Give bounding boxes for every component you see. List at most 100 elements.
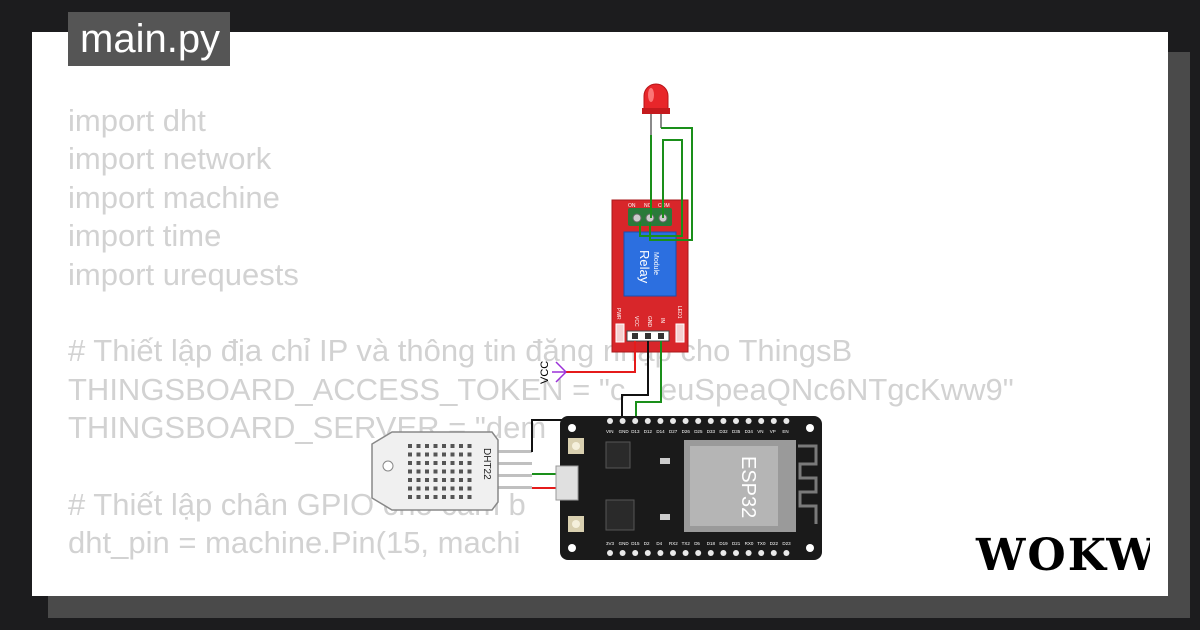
esp32-pin-label: D32	[719, 429, 728, 434]
esp32-chip-label: ESP32	[737, 456, 759, 518]
esp32-pin-label: D4	[656, 541, 662, 546]
esp32-pin-d26[interactable]	[682, 418, 689, 424]
dht22-grille-hole	[442, 452, 446, 457]
dht22-grille-hole	[459, 461, 463, 465]
esp32-pin-label: D25	[694, 429, 703, 434]
dht22-grille-hole	[442, 469, 446, 474]
dht22-grille-hole	[408, 444, 412, 448]
dht22-grille-hole	[433, 478, 438, 482]
esp32-pin-label: VP	[770, 429, 776, 434]
dht22-grille-hole	[433, 495, 438, 499]
esp32-pin-tx2[interactable]	[682, 550, 689, 556]
esp32-pin-label: GND	[619, 429, 630, 434]
dht22-grille-hole	[442, 444, 446, 448]
esp32-pin-tx0[interactable]	[758, 550, 765, 556]
esp32-pin-d21[interactable]	[733, 550, 739, 556]
dht22-grille-hole	[433, 486, 438, 491]
esp32-pin-label: D13	[631, 429, 640, 434]
code-line: THINGSBOARD_ACCESS_TOKEN = "c euSpeaQNc6…	[68, 371, 1014, 407]
dht22-grille-hole	[467, 469, 472, 474]
dht22-grille-hole	[408, 452, 412, 457]
esp32-pin-gnd[interactable]	[619, 550, 626, 556]
dht22-grille-hole	[442, 495, 446, 499]
esp32-pin-d25[interactable]	[695, 418, 702, 424]
led-component[interactable]	[642, 83, 670, 135]
esp32-pin-d19[interactable]	[720, 550, 727, 556]
code-line: import machine	[68, 179, 280, 215]
code-line: import network	[68, 141, 272, 177]
relay-label: Relay	[637, 250, 652, 284]
dht22-grille-hole	[459, 478, 463, 482]
esp32-board[interactable]: ESP32	[555, 416, 822, 560]
dht22-grille-hole	[442, 461, 446, 465]
esp32-pin-label: D15	[631, 541, 640, 546]
dht22-grille-hole	[408, 495, 412, 499]
esp32-pin-d18[interactable]	[707, 550, 714, 556]
esp32-pin-label: GND	[619, 541, 630, 546]
dht22-grille-hole	[450, 452, 455, 457]
relay-pin-vcc: VCC	[633, 316, 639, 327]
code-line: import urequests	[68, 256, 299, 292]
esp32-pin-d35[interactable]	[733, 418, 739, 424]
esp32-pin-d5[interactable]	[695, 550, 702, 556]
esp32-pin-d13[interactable]	[632, 418, 639, 424]
esp32-pin-d12[interactable]	[644, 418, 651, 424]
esp32-pin-label: D18	[707, 541, 716, 546]
dht22-grille-hole	[450, 444, 455, 448]
dht22-grille-hole	[408, 469, 412, 474]
esp32-pin-label: D5	[694, 541, 700, 546]
dht22-grille-hole	[416, 461, 421, 465]
esp32-pin-d34[interactable]	[745, 418, 752, 424]
esp32-pin-3v3[interactable]	[607, 550, 613, 556]
esp32-pin-d27[interactable]	[670, 418, 676, 424]
dht22-grille-hole	[459, 444, 463, 448]
dht22-grille-hole	[433, 444, 438, 448]
esp32-pin-vin[interactable]	[607, 418, 613, 424]
dht22-grille-hole	[467, 478, 472, 482]
dht22-grille-hole	[450, 486, 455, 491]
esp32-pin-label: D27	[669, 429, 678, 434]
esp32-pin-vn[interactable]	[758, 418, 765, 424]
wokwi-brand-text: WOKWi	[975, 530, 1150, 581]
dht22-grille-hole	[425, 478, 429, 482]
esp32-pin-d2[interactable]	[644, 550, 651, 556]
esp32-pin-en[interactable]	[783, 418, 790, 424]
esp32-pin-d14[interactable]	[657, 418, 664, 424]
esp32-pin-rx0[interactable]	[745, 550, 752, 556]
esp32-pin-d33[interactable]	[707, 418, 714, 424]
esp32-pin-label: D34	[745, 429, 754, 434]
wokwi-logo: WOKWi	[975, 530, 1150, 581]
code-line: import time	[68, 218, 222, 254]
esp32-pin-label: RX2	[669, 541, 678, 546]
dht22-grille-hole	[459, 469, 463, 474]
relay-pin-on: ON	[628, 203, 636, 209]
dht22-grille-hole	[459, 486, 463, 491]
dht22-grille-hole	[467, 452, 472, 457]
esp32-pin-rx2[interactable]	[670, 550, 676, 556]
esp32-pin-label: TX0	[757, 541, 766, 546]
dht22-grille-hole	[467, 495, 472, 499]
esp32-pin-d32[interactable]	[720, 418, 727, 424]
relay-pwr-label: PWR	[615, 308, 621, 320]
dht22-grille-hole	[416, 486, 421, 491]
esp32-pin-label: D21	[732, 541, 741, 546]
esp32-pin-d4[interactable]	[657, 550, 664, 556]
esp32-pin-d15[interactable]	[632, 550, 639, 556]
esp32-pin-d22[interactable]	[770, 550, 777, 556]
dht22-grille-hole	[467, 486, 472, 491]
esp32-pin-label: D26	[682, 429, 691, 434]
dht22-grille-hole	[450, 478, 455, 482]
relay-pin-nc: NC	[644, 203, 652, 209]
esp32-pin-vp[interactable]	[770, 418, 777, 424]
dht22-grille-hole	[442, 486, 446, 491]
dht22-grille-hole	[408, 486, 412, 491]
esp32-pin-d23[interactable]	[783, 550, 790, 556]
dht22-grille-hole	[416, 478, 421, 482]
dht22-grille-hole	[450, 469, 455, 474]
dht22-grille-hole	[459, 452, 463, 457]
esp32-pin-label: D35	[732, 429, 741, 434]
esp32-pin-label: 3V3	[606, 541, 615, 546]
relay-pin-gnd: GND	[646, 316, 652, 328]
esp32-pin-gnd[interactable]	[619, 418, 626, 424]
